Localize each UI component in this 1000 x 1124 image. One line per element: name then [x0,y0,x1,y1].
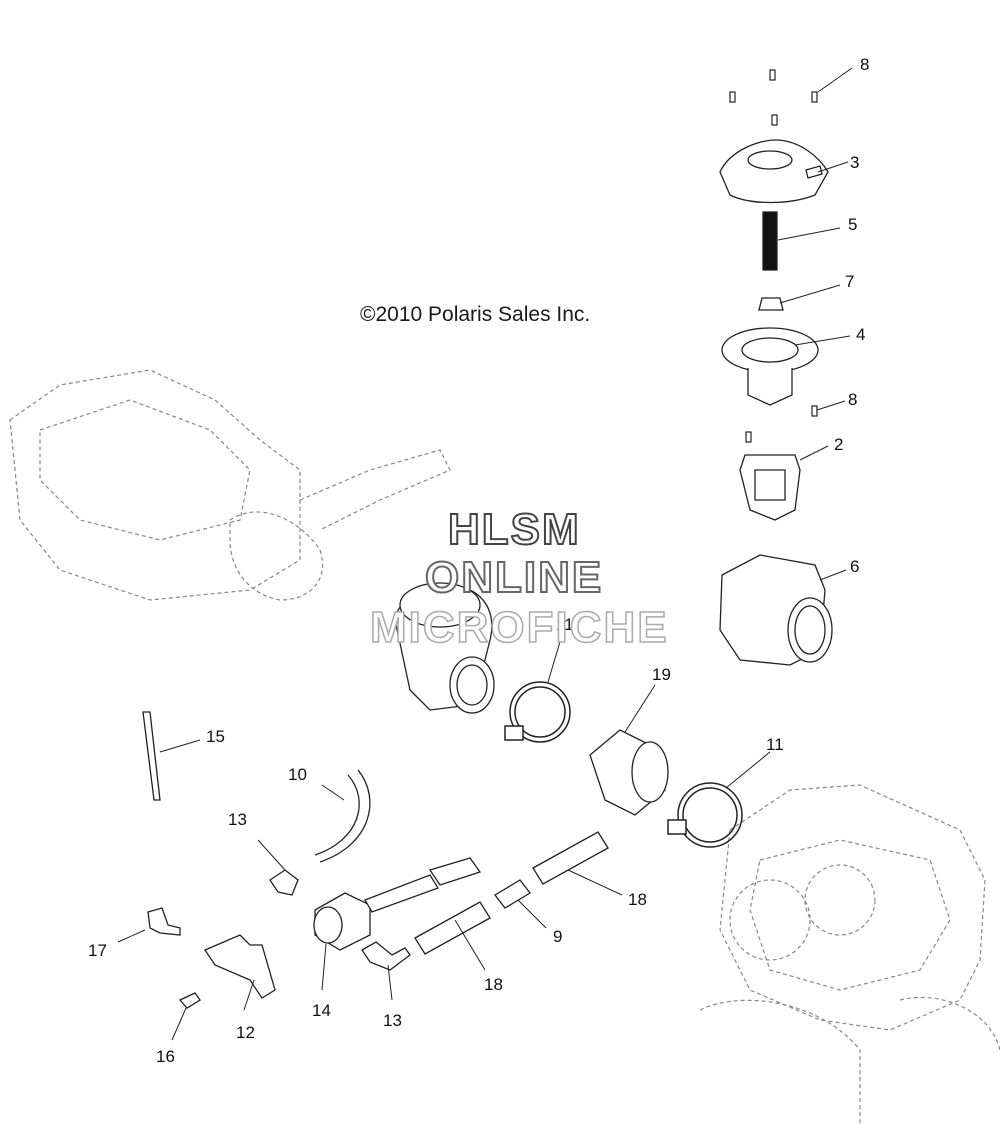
hose-clamp-right [667,782,743,848]
hose-lower [414,901,491,955]
throttle-slide [739,454,801,521]
callout-4: 4 [856,325,865,344]
watermark-line-1: HLSM [447,504,581,555]
callout-7: 7 [845,272,854,291]
hose-clamp-left [504,681,571,743]
callout-8-mid: 8 [848,390,857,409]
callout-2: 2 [834,435,843,454]
callout-3: 3 [850,153,859,172]
callout-5: 5 [848,215,857,234]
screw-set-top [729,69,818,443]
diaphragm [721,327,819,406]
callout-13-lower: 13 [383,1011,402,1030]
engine-context [699,784,1000,1124]
bolt [147,907,181,936]
airbox-context [9,369,451,601]
elbow-fitting-upper [269,869,299,896]
cap [758,297,784,311]
callout-19: 19 [652,665,671,684]
watermark-line-2: ONLINE [424,552,604,603]
elbow-fitting-lower [361,941,411,971]
throttle-body-assembly [394,582,495,714]
callout-14: 14 [312,1001,331,1020]
hose-upper [532,831,609,885]
callout-13-upper: 13 [228,810,247,829]
callout-12: 12 [236,1023,255,1042]
callout-6: 6 [850,557,859,576]
mounting-bracket [204,934,276,999]
callout-11-right: 11 [766,735,784,754]
callout-15: 15 [206,727,225,746]
callout-8-top: 8 [860,55,869,74]
callout-11-left: 11 [556,615,574,634]
coupler-sleeve [589,729,669,816]
callout-labels: 8 3 5 7 4 8 2 6 11 19 11 15 10 13 18 9 1… [88,55,869,1066]
sensor-with-harness [313,857,482,951]
spring [762,211,778,271]
callout-17: 17 [88,941,107,960]
vent-hose [314,769,371,863]
copyright-notice: ©2010 Polaris Sales Inc. [360,303,591,326]
screw-small [178,992,201,1009]
connector-fitting [494,879,531,909]
rod [142,711,161,801]
watermark-line-3: MICROFICHE [369,602,669,653]
leader-lines [117,67,853,1041]
callout-10: 10 [288,765,307,784]
throttle-body-cover [719,139,829,204]
callout-18-upper: 18 [628,890,647,909]
throttle-body-right [719,554,833,666]
callout-9: 9 [553,927,562,946]
callout-16: 16 [156,1047,175,1066]
callout-18-lower: 18 [484,975,503,994]
